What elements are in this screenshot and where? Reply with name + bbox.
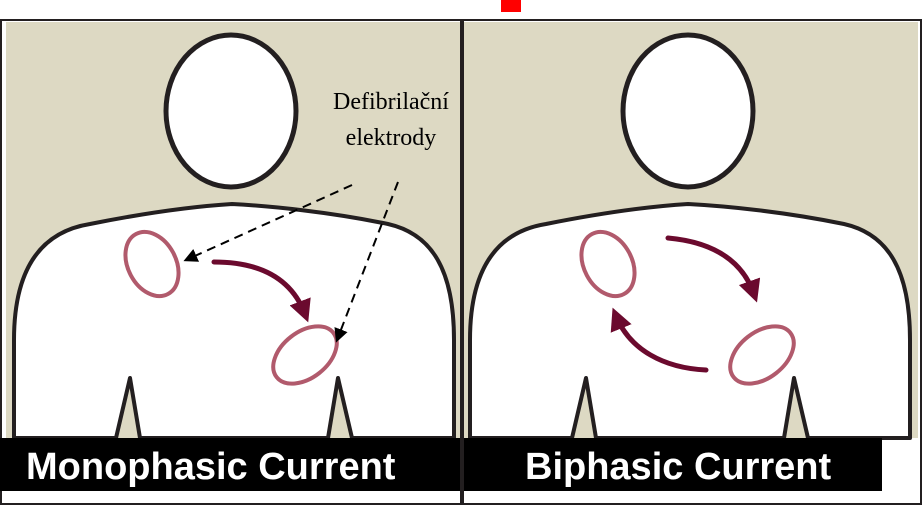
- caption-biphasic: Biphasic Current: [525, 446, 831, 489]
- head-icon: [166, 35, 296, 187]
- torso-figure: [14, 204, 454, 438]
- biphasic-panel: [464, 22, 918, 438]
- annotation-line-1: Defibrilační: [296, 84, 486, 120]
- annotation-line-2: elektrody: [296, 120, 486, 156]
- head-icon: [623, 35, 753, 187]
- electrode-annotation: Defibrilační elektrody: [296, 84, 486, 156]
- caption-monophasic: Monophasic Current: [26, 446, 395, 489]
- title-accent-mark: [501, 0, 521, 12]
